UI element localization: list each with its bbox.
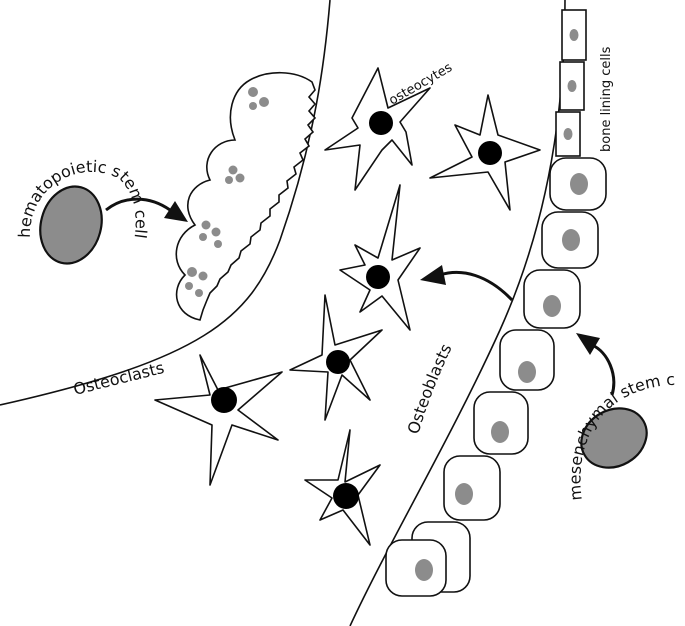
osteocytes-label: osteocytes bbox=[387, 60, 456, 108]
osteocyte-5 bbox=[154, 354, 283, 486]
bone-lining-cells-label: bone lining cells bbox=[599, 46, 614, 152]
mesenchymal-stem-cell bbox=[580, 407, 648, 469]
osteoclasts-label: Osteoclasts bbox=[71, 358, 166, 399]
osteocyte-1 bbox=[324, 67, 431, 191]
right-bone-surface bbox=[349, 0, 566, 626]
osteocyte-6 bbox=[304, 429, 381, 546]
osteoblasts bbox=[385, 157, 607, 597]
osteoclast-nuclei bbox=[185, 87, 269, 297]
hematopoietic-stem-cell bbox=[39, 185, 103, 265]
arrow-hsc-to-osteoclast bbox=[105, 197, 188, 222]
bone-lining-cells bbox=[555, 9, 587, 157]
osteoblasts-label: Osteoblasts bbox=[404, 341, 456, 436]
arrow-msc-to-osteoblast bbox=[576, 333, 616, 396]
arrow-osteoblast-to-osteocyte bbox=[420, 265, 514, 302]
osteoclast bbox=[175, 71, 317, 321]
osteocyte-3 bbox=[339, 184, 421, 331]
osteocyte-2 bbox=[429, 94, 541, 211]
left-bone-surface bbox=[0, 0, 331, 406]
osteocyte-4 bbox=[289, 294, 383, 421]
